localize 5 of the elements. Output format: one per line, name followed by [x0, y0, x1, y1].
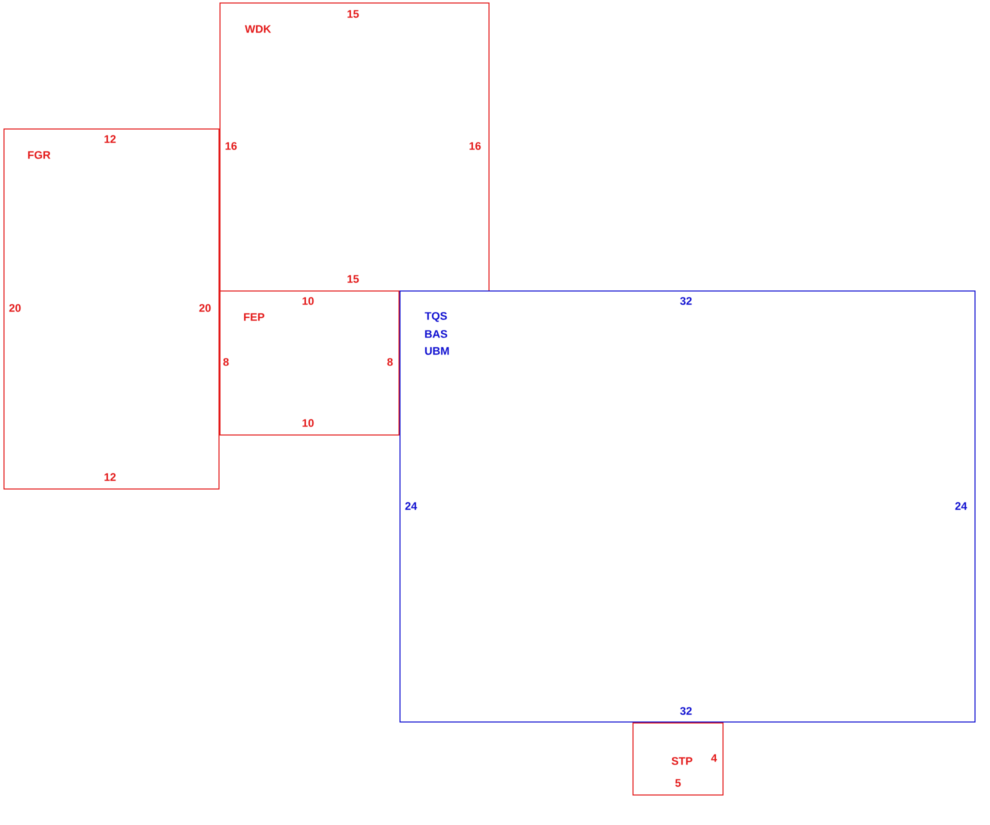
room-box: FEP 10 8 8 10: [220, 290, 400, 436]
room-box: FGR 12 20 20 12: [4, 128, 220, 490]
room-box: WDK 15 16 16 15: [220, 2, 490, 292]
room-box: TQS BAS UBM 32 24 24 32: [400, 290, 976, 722]
room-box: STP 4 5: [632, 722, 724, 796]
